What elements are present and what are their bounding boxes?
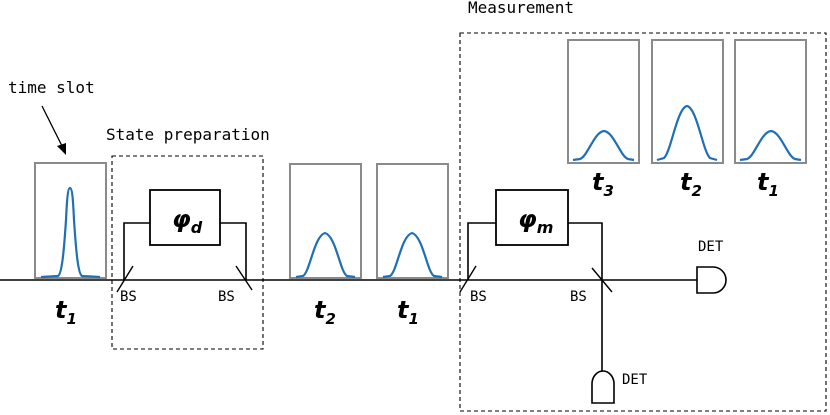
phase-label-prep: φd bbox=[172, 205, 203, 237]
bs-label-prep-1: BS bbox=[120, 289, 137, 305]
state-preparation-box bbox=[111, 155, 264, 350]
pulse-large bbox=[656, 104, 718, 162]
prep-upper-arm-right bbox=[220, 222, 247, 280]
detector-right bbox=[696, 266, 727, 294]
bs-label-meas-1: BS bbox=[470, 289, 487, 305]
time-slot-box-2 bbox=[289, 163, 362, 279]
time-label: t1 bbox=[757, 168, 779, 200]
time-label: t2 bbox=[314, 296, 336, 328]
phase-shifter-meas bbox=[495, 189, 569, 246]
state-preparation-label: State preparation bbox=[106, 125, 270, 144]
time-slot-box-1 bbox=[34, 162, 107, 279]
pulse-medium bbox=[295, 231, 356, 279]
beam-splitter-prep-2 bbox=[235, 265, 253, 291]
pulse-narrow bbox=[40, 186, 101, 279]
pulse-medium bbox=[382, 231, 443, 279]
phase-shifter-prep bbox=[149, 189, 221, 246]
measurement-slot-box-2 bbox=[651, 39, 724, 164]
measurement-slot-box-3 bbox=[734, 39, 807, 164]
det-label-bottom: DET bbox=[622, 372, 648, 388]
time-slot-label: time slot bbox=[8, 78, 95, 97]
time-slot-arrow-head bbox=[57, 143, 66, 155]
measurement-label: Measurement bbox=[468, 0, 574, 17]
time-label: t1 bbox=[397, 296, 419, 328]
det-label-right: DET bbox=[698, 239, 724, 255]
measurement-box bbox=[459, 32, 827, 412]
prep-upper-arm bbox=[123, 222, 150, 280]
phase-label-meas: φm bbox=[518, 205, 553, 237]
beam-splitter-meas-2 bbox=[591, 267, 613, 293]
time-label: t3 bbox=[592, 168, 614, 200]
pulse-small bbox=[572, 129, 635, 162]
meas-upper-arm bbox=[467, 222, 496, 280]
measurement-slot-box-1 bbox=[567, 39, 640, 164]
pulse-small bbox=[739, 129, 802, 162]
beam-splitter-meas-1 bbox=[459, 265, 477, 293]
time-slot-box-3 bbox=[376, 163, 449, 279]
bs-label-meas-2: BS bbox=[570, 289, 587, 305]
time-slot-arrow bbox=[41, 105, 64, 149]
detector-bottom bbox=[591, 370, 615, 404]
bs-label-prep-2: BS bbox=[218, 289, 235, 305]
meas-upper-arm-right bbox=[568, 222, 603, 371]
time-label: t1 bbox=[55, 296, 77, 328]
time-label: t2 bbox=[680, 168, 702, 200]
beam-splitter-prep-1 bbox=[116, 265, 134, 293]
